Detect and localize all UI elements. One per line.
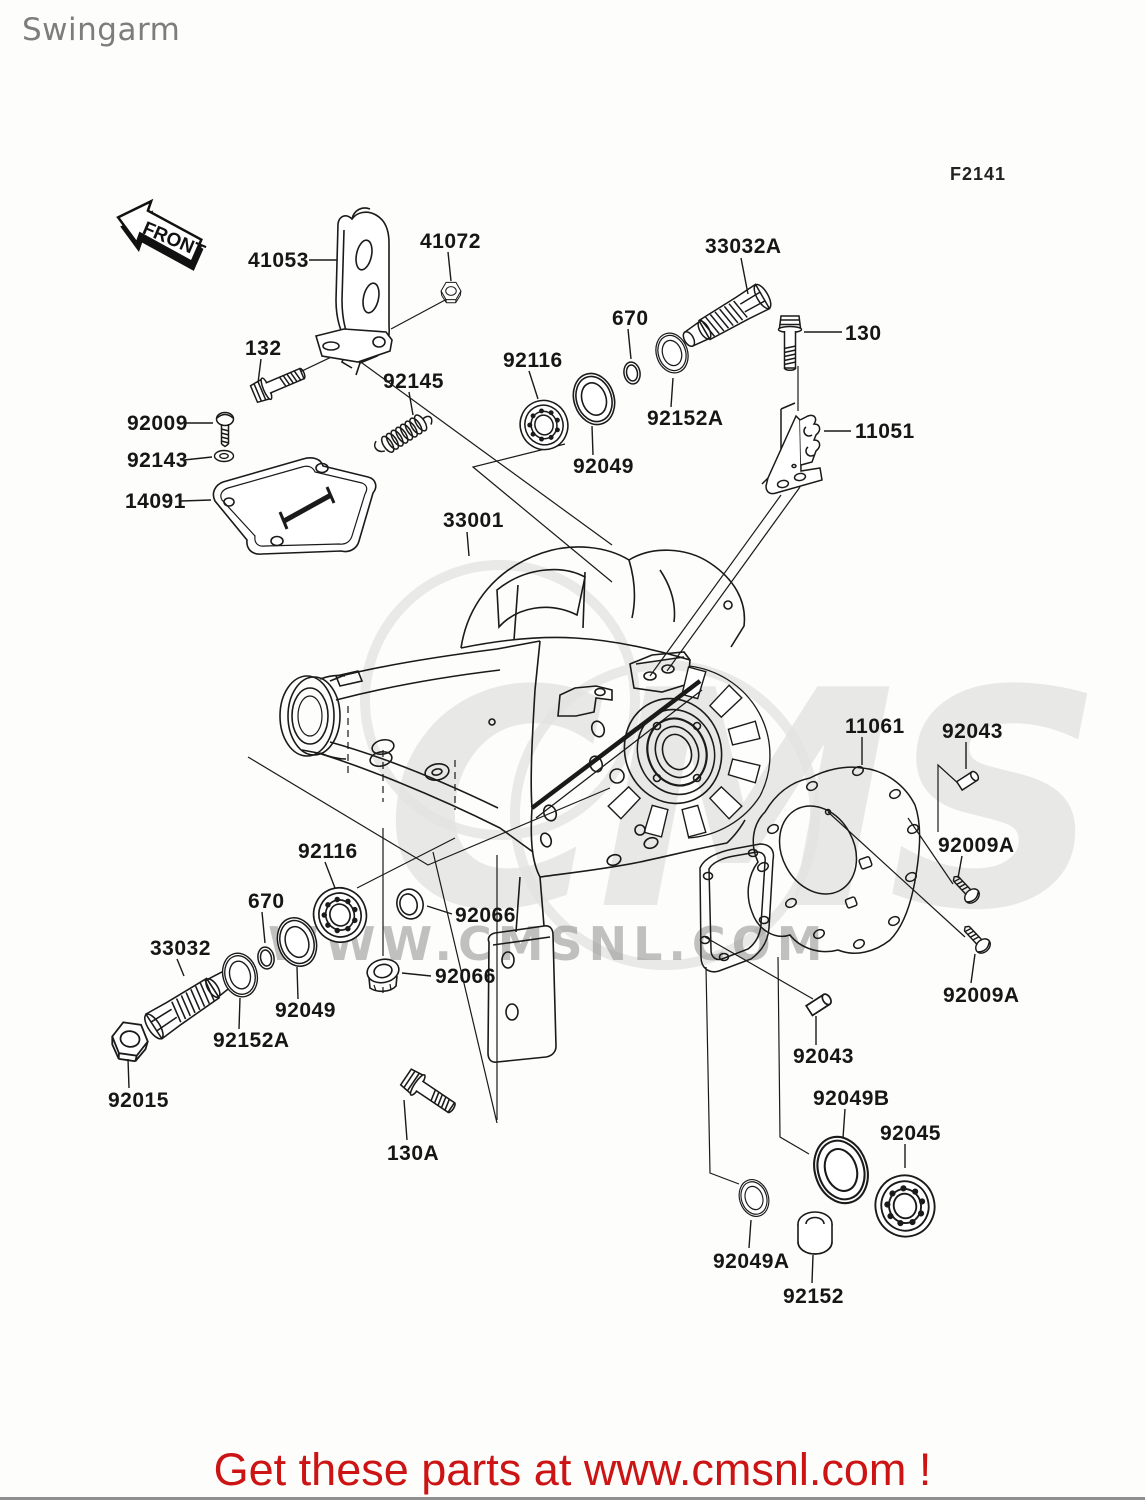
part-label-92049B-29: 92049B — [813, 1087, 890, 1110]
part-label-92009-11: 92009 — [127, 412, 188, 435]
plug-92066-bottom-drawing — [366, 958, 400, 993]
figure-code: F2141 — [950, 164, 1007, 184]
gasket-11061-drawing — [747, 765, 921, 954]
part-label-14091-13: 14091 — [125, 490, 186, 513]
leader-line-33032-23 — [176, 958, 185, 977]
part-label-92152-32: 92152 — [783, 1285, 844, 1308]
part-label-92009A-18: 92009A — [943, 984, 1020, 1007]
part-label-670-20: 670 — [248, 890, 285, 913]
part-label-11061-15: 11061 — [845, 715, 905, 738]
nut-41072-drawing — [440, 281, 462, 304]
oring-670-top-drawing — [621, 360, 643, 386]
part-label-92043-16: 92043 — [942, 720, 1003, 743]
cover-gasket-drawing — [699, 843, 775, 973]
bearing-92045-drawing — [867, 1167, 943, 1245]
part-label-92009A-17: 92009A — [938, 834, 1015, 857]
part-label-130A-27: 130A — [387, 1142, 439, 1165]
parts-drawings — [108, 280, 994, 1255]
leader-line-92009A-17 — [957, 855, 963, 879]
leader-line-92152A-9 — [670, 377, 674, 408]
bottom-edge — [0, 1497, 1145, 1500]
leader-line-92009A-18 — [970, 953, 976, 984]
part-label-92049-8: 92049 — [573, 455, 634, 478]
leader-line-670-20 — [261, 911, 266, 944]
part-label-92043-28: 92043 — [793, 1045, 854, 1068]
part-label-92066-22: 92066 — [435, 965, 496, 988]
bracket-41053-drawing — [314, 207, 393, 376]
plug-33032a-drawing — [677, 280, 776, 355]
spring-92145-drawing — [373, 414, 433, 453]
bolt-130a-drawing — [398, 1066, 461, 1120]
part-label-41072-1: 41072 — [420, 230, 481, 253]
part-label-92045-30: 92045 — [880, 1122, 941, 1145]
cms-watermark: CMS WWW.CMSNL.COM — [268, 560, 1104, 976]
leader-line-670-7 — [627, 328, 632, 360]
bolt-132-drawing — [248, 361, 310, 406]
leader-line-14091-13 — [180, 499, 212, 502]
leader-line-92143-12 — [183, 456, 213, 461]
leader-line-92152-32 — [811, 1254, 814, 1284]
leader-line-41072-1 — [447, 251, 452, 282]
seal-92049a-drawing — [733, 1175, 775, 1221]
leader-line-132-4 — [257, 358, 262, 384]
leader-line-33001-14 — [466, 531, 470, 557]
cover-plate-14091-drawing — [212, 457, 377, 555]
leader-line-92145-5 — [408, 391, 414, 416]
page-title: Swingarm — [22, 12, 181, 48]
part-label-92116-6: 92116 — [503, 349, 563, 372]
leader-line-92066-21 — [426, 905, 453, 915]
part-label-33032-23: 33032 — [150, 937, 211, 960]
bracket-11051-drawing — [761, 402, 823, 495]
part-label-670-7: 670 — [612, 307, 649, 330]
cms-logo-watermark: CMS — [385, 627, 1096, 976]
part-label-41053-0: 41053 — [248, 249, 309, 272]
screw-92009-drawing — [215, 411, 235, 448]
part-label-92049A-31: 92049A — [713, 1250, 790, 1273]
leader-line-92116-19 — [324, 861, 336, 889]
part-label-92066-21: 92066 — [455, 904, 516, 927]
footer-banner: Get these parts at www.cmsnl.com ! — [213, 1444, 932, 1495]
leader-line-92049A-31 — [748, 1219, 752, 1249]
front-arrow-badge: FRONT — [116, 198, 208, 271]
part-label-132-4: 132 — [245, 337, 282, 360]
leader-line-130A-27 — [403, 1099, 408, 1141]
nut-92015-drawing — [108, 1020, 151, 1064]
part-label-130-3: 130 — [845, 322, 882, 345]
part-label-11051-10: 11051 — [855, 420, 915, 443]
leader-line-92066-22 — [401, 972, 432, 977]
leader-line-92049B-29 — [842, 1108, 846, 1139]
part-label-33001-14: 33001 — [443, 509, 504, 532]
assembly-lines — [247, 298, 966, 1185]
seal-92049-top-drawing — [566, 367, 622, 431]
part-label-33032A-2: 33032A — [705, 235, 782, 258]
leader-line-92116-6 — [528, 370, 539, 400]
pin-92043-bottom-drawing — [805, 991, 834, 1017]
bearing-92116-top-drawing — [512, 392, 576, 458]
leader-line-33032A-2 — [740, 257, 749, 295]
part-label-92145-5: 92145 — [383, 370, 444, 393]
swingarm-housing-drawing — [279, 546, 771, 1063]
part-label-92152A-9: 92152A — [647, 407, 724, 430]
part-label-92152A-24: 92152A — [213, 1029, 290, 1052]
part-labels: 41053 41072 33032A 130 132 92145 92116 670 92049… — [108, 230, 1020, 1308]
leader-line-92152A-24 — [238, 997, 241, 1030]
bushing-92152-drawing — [797, 1211, 833, 1255]
part-label-92015-26: 92015 — [108, 1089, 169, 1112]
leader-line-92015-26 — [127, 1058, 130, 1089]
bolt-130-drawing — [777, 315, 803, 372]
washer-92152a-bottom-drawing — [217, 948, 263, 1002]
leader-line-92049-25 — [296, 966, 299, 1000]
seal-92049b-drawing — [804, 1128, 878, 1212]
part-label-92116-19: 92116 — [298, 840, 358, 863]
part-label-92143-12: 92143 — [127, 449, 188, 472]
washer-92143-drawing — [213, 449, 235, 463]
leader-line-92049-8 — [591, 425, 594, 456]
part-label-92049-25: 92049 — [275, 999, 336, 1022]
